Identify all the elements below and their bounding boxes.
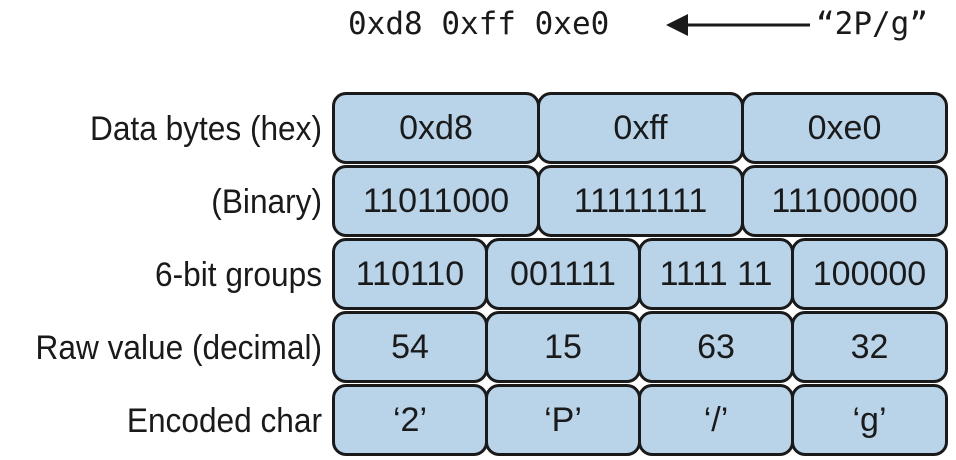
row-label-encoded-char: Encoded char — [126, 402, 322, 440]
raw-value-cell: 63 — [638, 311, 794, 383]
raw-value-cell: 32 — [791, 311, 948, 383]
left-arrow-icon — [666, 14, 810, 36]
row-label-data-bytes: Data bytes (hex) — [90, 110, 322, 148]
raw-value-cell: 54 — [332, 311, 488, 383]
byte-hex-cell: 0xff — [537, 92, 744, 164]
byte-hex-cell: 0xe0 — [741, 92, 948, 164]
sixbit-group-cell: 001111 — [485, 238, 641, 310]
row-label-raw-value: Raw value (decimal) — [35, 329, 323, 367]
hex-sequence: 0xd8 0xff 0xe0 — [348, 6, 610, 42]
row-label-binary: (Binary) — [211, 183, 322, 221]
raw-value-cell: 15 — [485, 311, 641, 383]
encoded-char-cell: ‘g’ — [791, 384, 948, 456]
sixbit-group-cell: 1111 11 — [638, 238, 794, 310]
byte-hex-cell: 0xd8 — [332, 92, 540, 164]
encoded-char-cell: ‘/’ — [638, 384, 794, 456]
byte-binary-cell: 11111111 — [537, 165, 744, 237]
encoded-char-cell: ‘P’ — [485, 384, 641, 456]
sixbit-group-cell: 100000 — [791, 238, 948, 310]
byte-binary-cell: 11100000 — [741, 165, 948, 237]
byte-binary-cell: 11011000 — [332, 165, 540, 237]
row-label-6bit-groups: 6-bit groups — [155, 256, 322, 294]
encoded-string: “2P/g” — [816, 6, 928, 42]
header-conversion: 0xd8 0xff 0xe0 “2P/g” — [340, 0, 950, 56]
encoded-char-cell: ‘2’ — [332, 384, 488, 456]
sixbit-group-cell: 110110 — [332, 238, 488, 310]
